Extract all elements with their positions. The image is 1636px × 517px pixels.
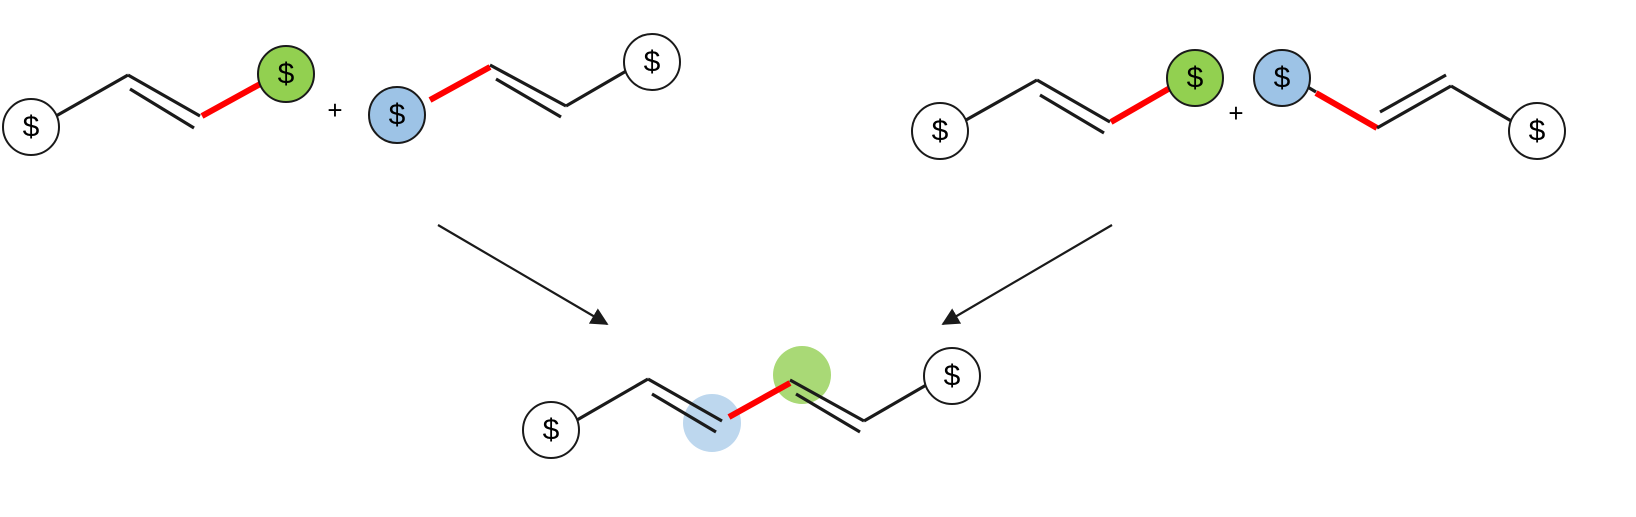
double-bond-line bbox=[1376, 84, 1452, 130]
terminal-atom bbox=[2, 98, 60, 156]
single-bond bbox=[55, 73, 129, 118]
atom-label: $ bbox=[543, 414, 560, 447]
atom-label: $ bbox=[644, 46, 661, 79]
double-bond-line bbox=[647, 377, 723, 423]
atom-label: $ bbox=[944, 360, 961, 393]
reaction-arrow-left bbox=[437, 224, 609, 325]
double-bond-line bbox=[1036, 78, 1111, 124]
reaction-arrow-right bbox=[941, 224, 1113, 325]
atom-label: $ bbox=[1529, 115, 1546, 148]
double-bond-line bbox=[489, 63, 567, 108]
single-bond bbox=[965, 78, 1038, 122]
cleaving-bond bbox=[1314, 90, 1379, 131]
atom-label: $ bbox=[23, 111, 40, 144]
plus-sign: + bbox=[327, 95, 342, 125]
atom-label: $ bbox=[1187, 62, 1204, 95]
double-bond-line bbox=[129, 87, 195, 130]
blue-atom bbox=[368, 86, 426, 144]
atom-label: $ bbox=[932, 115, 949, 148]
double-bond-line bbox=[127, 73, 201, 118]
double-bond-line bbox=[789, 378, 865, 423]
single-bond bbox=[565, 68, 629, 108]
double-bond-line bbox=[651, 392, 717, 434]
green-highlight bbox=[773, 346, 831, 404]
green-atom bbox=[257, 45, 315, 103]
single-bond bbox=[863, 382, 929, 423]
single-bond bbox=[1450, 84, 1514, 124]
terminal-atom bbox=[522, 401, 580, 459]
double-bond-line bbox=[1039, 93, 1105, 135]
atom-label: $ bbox=[389, 99, 406, 132]
double-bond-line bbox=[1379, 73, 1447, 114]
left-reactant-b: $ $ bbox=[368, 33, 681, 144]
terminal-atom bbox=[1508, 102, 1566, 160]
single-bond bbox=[576, 377, 649, 422]
green-atom bbox=[1166, 49, 1224, 107]
cleaving-bond bbox=[428, 64, 492, 103]
double-bond-line bbox=[795, 392, 861, 434]
terminal-atom bbox=[623, 33, 681, 91]
new-bond bbox=[727, 380, 792, 420]
double-bond-line bbox=[495, 77, 562, 119]
terminal-atom bbox=[911, 102, 969, 160]
atom-label: $ bbox=[1274, 62, 1291, 95]
atom-label: $ bbox=[278, 58, 295, 91]
cleaving-bond bbox=[1109, 85, 1172, 125]
blue-atom bbox=[1253, 49, 1311, 107]
product-molecule: $ $ bbox=[522, 346, 981, 459]
right-reactant-a: $ $ bbox=[911, 49, 1224, 160]
right-reactant-b: $ $ bbox=[1253, 49, 1566, 160]
left-reactant-a: $ $ bbox=[2, 45, 315, 156]
cleaving-bond bbox=[200, 80, 264, 119]
terminal-atom bbox=[923, 347, 981, 405]
plus-sign: + bbox=[1228, 98, 1243, 128]
